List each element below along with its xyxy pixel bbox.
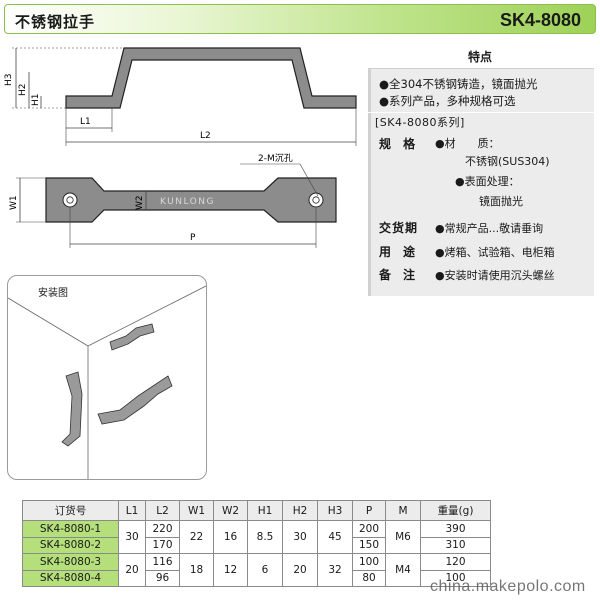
page-title: 不锈钢拉手 <box>15 13 96 31</box>
use-value: ●烤箱、试验箱、电柜箱 <box>435 246 555 259</box>
handle-side-profile <box>65 47 357 109</box>
note-value: ●安装时请使用沉头螺丝 <box>435 269 555 282</box>
col-header: L1 <box>118 500 146 521</box>
weight-cell: 120 <box>420 553 491 571</box>
table-row: SK4-8080-1 30 220 22 16 8.5 30 45 200 M6… <box>22 520 491 554</box>
model-cell: SK4-8080-2 <box>22 536 119 554</box>
h1-cell: 8.5 <box>247 520 283 554</box>
l2-cell: 220 <box>145 520 180 538</box>
table-header-row: 订货号 L1 L2 W1 W2 H1 H2 H3 P M 重量(g) <box>22 500 491 521</box>
col-header: W1 <box>179 500 214 521</box>
l2-cell: 96 <box>145 569 180 587</box>
spec-label: 规 格 <box>379 137 420 151</box>
l1-cell: 30 <box>118 520 146 554</box>
surface-key: ●表面处理： <box>455 175 520 188</box>
table-row: SK4-8080-4 96 80 100 <box>22 569 491 587</box>
h1-cell: 6 <box>247 553 283 587</box>
l2-cell: 116 <box>145 553 180 571</box>
p-cell: 200 <box>352 520 386 538</box>
h3-cell: 32 <box>317 553 353 587</box>
feature-item: ●系列产品，多种规格可选 <box>379 94 516 108</box>
col-header: H2 <box>282 500 318 521</box>
h2-cell: 20 <box>282 553 318 587</box>
install-illustration <box>8 285 206 479</box>
feature-item: ●全304不锈钢铸造，镜面抛光 <box>379 77 538 91</box>
weight-cell: 390 <box>420 520 491 538</box>
col-header: L2 <box>145 500 180 521</box>
m-cell: M6 <box>385 520 421 554</box>
note-label: 备 注 <box>379 268 416 282</box>
delivery-value: ●常规产品...敬请垂询 <box>435 222 544 235</box>
delivery-label: 交货期 <box>379 221 419 235</box>
install-diagram: 安装图 <box>7 275 207 480</box>
handle-illustration-large <box>97 375 173 425</box>
l1-cell: 20 <box>118 553 146 587</box>
p-label: P <box>190 233 196 243</box>
series-label: [SK4-8080系列] <box>375 116 465 129</box>
col-header: M <box>385 500 421 521</box>
hole-callout-label: 2-M沉孔 <box>258 153 293 164</box>
handle-top-profile <box>45 177 337 223</box>
m-cell: M4 <box>385 553 421 587</box>
h2-cell: 30 <box>282 520 318 554</box>
p-cell: 80 <box>352 569 386 587</box>
table-row: SK4-8080-3 20 116 18 12 6 20 32 100 M4 1… <box>22 553 491 587</box>
spec-table: 订货号 L1 L2 W1 W2 H1 H2 H3 P M 重量(g) SK4-8… <box>22 500 491 587</box>
l1-label: L1 <box>80 117 91 127</box>
material-key: ●材 质： <box>435 137 500 150</box>
col-header: P <box>352 500 386 521</box>
header-bar: 不锈钢拉手 SK4-8080 <box>4 4 596 34</box>
side-view: H3 H2 H1 L1 L2 <box>4 47 357 146</box>
use-label: 用 途 <box>379 245 416 259</box>
material-value: 不锈钢(SUS304) <box>465 155 550 168</box>
h1-label: H1 <box>31 94 41 107</box>
w1-label: W1 <box>9 195 19 210</box>
l2-label: L2 <box>200 131 211 141</box>
install-label: 安装图 <box>38 288 68 299</box>
l2-cell: 170 <box>145 536 180 554</box>
col-header: H1 <box>247 500 283 521</box>
col-header: W2 <box>213 500 248 521</box>
handle-illustration-small <box>109 323 155 351</box>
features-box: ●全304不锈钢铸造，镜面抛光 ●系列产品，多种规格可选 <box>368 68 594 112</box>
weight-cell: 310 <box>420 536 491 554</box>
brand-engraving: KUNLONG <box>160 197 215 207</box>
w2-cell: 12 <box>213 553 248 587</box>
w2-cell: 16 <box>213 520 248 554</box>
w1-cell: 18 <box>179 553 214 587</box>
handle-illustration-vertical <box>61 371 83 447</box>
w1-cell: 22 <box>179 520 214 554</box>
watermark: china.makepolo.com <box>430 578 586 595</box>
w2-label: W2 <box>135 195 145 210</box>
col-header: 订货号 <box>22 500 119 521</box>
h3-label: H3 <box>4 74 14 87</box>
model-cell: SK4-8080-1 <box>22 520 119 538</box>
weight-cell: 100 <box>420 569 491 587</box>
top-view: KUNLONG 2-M沉孔 W1 W2 P <box>9 153 337 248</box>
col-header: H3 <box>317 500 353 521</box>
h3-cell: 45 <box>317 520 353 554</box>
features-title: 特点 <box>468 50 493 64</box>
p-cell: 150 <box>352 536 386 554</box>
spec-panel: [SK4-8080系列] 规 格 ●材 质： 不锈钢(SUS304) ●表面处理… <box>368 113 594 296</box>
model-cell: SK4-8080-4 <box>22 569 119 587</box>
col-header: 重量(g) <box>420 500 491 521</box>
p-cell: 100 <box>352 553 386 571</box>
h2-label: H2 <box>18 84 28 97</box>
surface-value: 镜面抛光 <box>479 195 523 208</box>
model-number: SK4-8080 <box>499 10 581 30</box>
model-cell: SK4-8080-3 <box>22 553 119 571</box>
technical-drawing: H3 H2 H1 L1 L2 KUNLONG 2-M沉孔 W1 W2 <box>4 47 357 248</box>
